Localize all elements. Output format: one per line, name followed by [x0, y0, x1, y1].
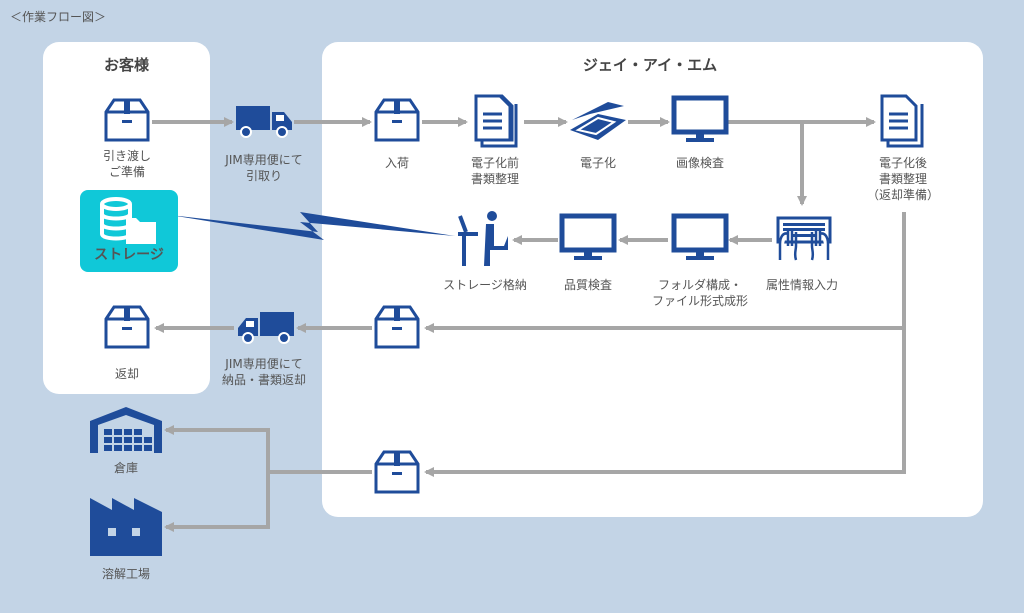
quality-check-label: 品質検査 — [563, 278, 613, 292]
keyboard-icon — [776, 216, 832, 261]
database-folder-icon — [100, 197, 156, 244]
pre-sort-label: 電子化前 書類整理 — [470, 156, 520, 186]
warehouse-icon — [90, 407, 162, 453]
monitor-icon — [559, 213, 617, 260]
arrow-split-to-warehouse — [164, 425, 270, 472]
warehouse-label: 倉庫 — [113, 461, 139, 475]
handover-label: 引き渡し ご準備 — [102, 149, 152, 179]
customer-title: お客様 — [103, 56, 149, 74]
jim-title: ジェイ・アイ・エム — [582, 56, 718, 74]
factory-icon — [90, 498, 162, 556]
folder-format-label: フォルダ構成・ ファイル形式成形 — [651, 278, 749, 308]
attribute-input-label: 属性情報入力 — [765, 278, 839, 292]
truck-icon — [238, 312, 294, 344]
post-sort-label: 電子化後 書類整理 （返却準備） — [866, 156, 940, 202]
storage-store-label: ストレージ格納 — [443, 278, 527, 292]
factory-label: 溶解工場 — [101, 567, 151, 581]
scanner-icon — [570, 102, 626, 140]
box-icon — [374, 98, 420, 142]
image-check-label: 画像検査 — [675, 156, 725, 170]
truck-icon — [236, 106, 292, 138]
arrow-split-to-factory — [164, 472, 270, 532]
return-label: 返却 — [114, 367, 140, 381]
storage-label: ストレージ — [94, 247, 164, 263]
delivery-label: JIM専用便にて 納品・書類返却 — [221, 357, 307, 387]
monitor-icon — [671, 213, 729, 260]
box-icon — [104, 98, 150, 142]
monitor-icon — [671, 95, 729, 142]
online-link-bolt — [170, 212, 455, 240]
receiving-label: 入荷 — [384, 156, 410, 170]
digitize-label: 電子化 — [579, 156, 617, 170]
document-icon — [880, 94, 924, 148]
diagram-header: ＜作業フロー図＞ — [10, 10, 107, 24]
worker-icon — [458, 211, 508, 266]
box-icon — [374, 305, 420, 349]
pickup-label: JIM専用便にて 引取り — [225, 153, 303, 183]
arrow-postsort-to-disposal — [424, 328, 906, 477]
box-icon — [104, 305, 150, 349]
document-icon — [474, 94, 518, 148]
storage-tile: ストレージ — [80, 190, 178, 272]
box-icon — [374, 450, 420, 494]
